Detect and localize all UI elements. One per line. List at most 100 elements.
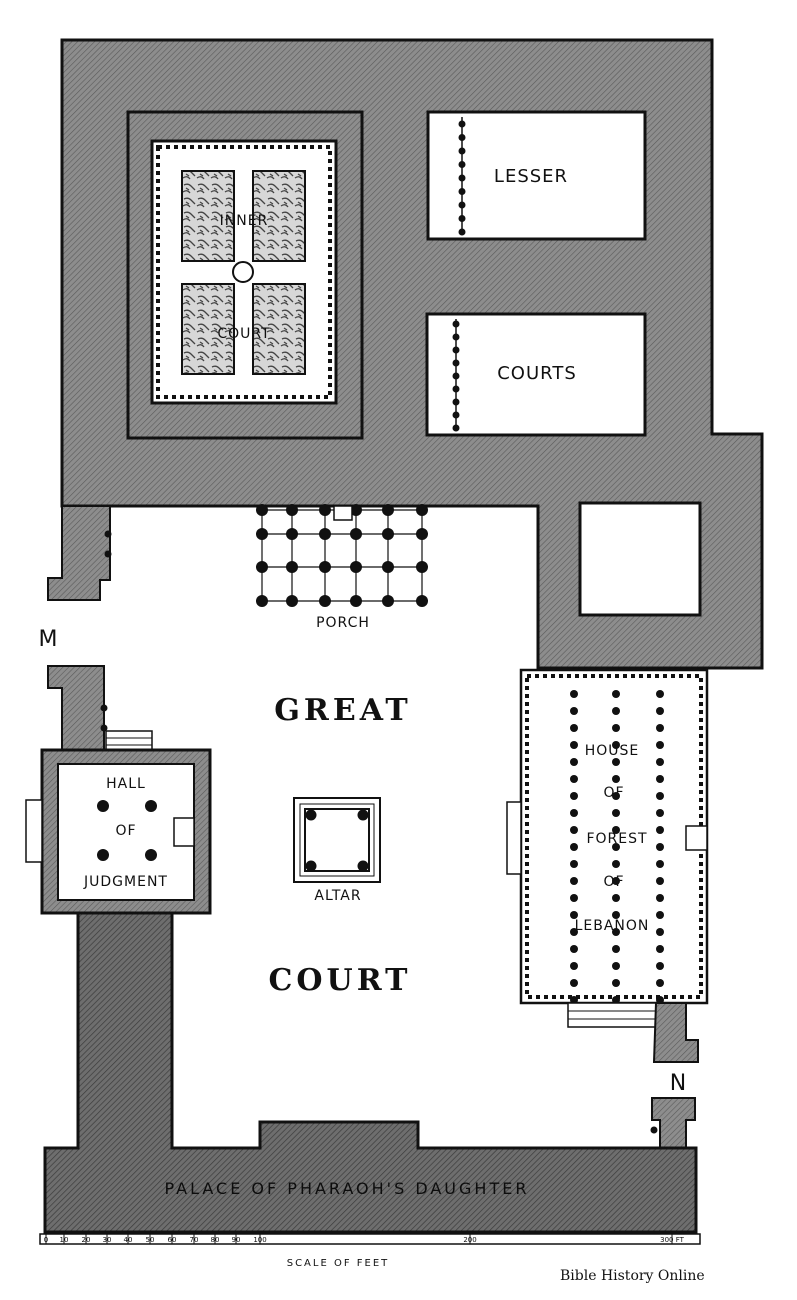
scale-tick-label: 40 (124, 1236, 133, 1244)
house-column (612, 979, 620, 987)
house-column (612, 792, 620, 800)
house-side-step-left (506, 801, 522, 875)
house-column (656, 758, 664, 766)
lesser-court-post (458, 215, 466, 222)
lesser-court-post (452, 320, 460, 328)
house-column (656, 826, 664, 834)
porch-column (350, 595, 362, 607)
house-column (570, 979, 578, 987)
house-column (612, 894, 620, 902)
lesser-court-post (452, 398, 460, 406)
house-column (612, 809, 620, 817)
temple-left-stub (47, 505, 111, 601)
hall-column (145, 800, 157, 812)
house-column (656, 724, 664, 732)
altar-horn (357, 809, 369, 821)
scale-tick-label: 300 FT (660, 1236, 684, 1244)
porch-column (256, 561, 268, 573)
label-great: GREAT (274, 693, 411, 728)
porch-column (256, 504, 268, 516)
house-column (612, 826, 620, 834)
scale-tick-label: 10 (60, 1236, 69, 1244)
house-column (656, 792, 664, 800)
house-column (612, 996, 620, 1004)
house-columns (570, 690, 664, 1004)
lesser-court-post (458, 134, 466, 141)
house-column (570, 911, 578, 919)
lesser-court-post (452, 372, 460, 380)
altar-horn (305, 809, 317, 821)
n-gate-pier (651, 1097, 696, 1151)
hall-gate-pier (47, 665, 105, 751)
house-column (570, 775, 578, 783)
house-column (570, 826, 578, 834)
hall-of-judgment (57, 763, 195, 901)
house-column (656, 690, 664, 698)
porch-column (416, 561, 428, 573)
house-column (612, 775, 620, 783)
inner-court-slab (181, 283, 235, 375)
hall-side-step (25, 799, 43, 863)
label-hall: HALL (106, 776, 146, 792)
scale-tick-label: 60 (168, 1236, 177, 1244)
house-steps (567, 1002, 657, 1028)
altar-horn (305, 860, 317, 872)
house-column (612, 860, 620, 868)
porch-column (256, 595, 268, 607)
house-column (570, 962, 578, 970)
label-court: COURT (269, 963, 412, 998)
porch-column (286, 528, 298, 540)
lesser-court-upper-dots (458, 120, 466, 236)
house-column (570, 945, 578, 953)
porch-column (256, 528, 268, 540)
hall-steps-top (105, 730, 153, 752)
house-column (612, 877, 620, 885)
label-palace: PALACE OF PHARAOH'S DAUGHTER (165, 1179, 530, 1198)
side-chamber (578, 501, 702, 617)
hall-column (97, 849, 109, 861)
lesser-court-post (452, 385, 460, 393)
porch-column (350, 528, 362, 540)
scale-tick-label: 50 (146, 1236, 155, 1244)
house-column (612, 741, 620, 749)
inner-court-slab (181, 170, 235, 262)
label-inner-court: COURT (217, 326, 270, 342)
porch-column (416, 504, 428, 516)
lesser-court-post (458, 147, 466, 155)
house-column (570, 707, 578, 715)
label-altar: ALTAR (314, 888, 361, 904)
marker-m: M (39, 627, 58, 652)
inner-court-slab (252, 170, 306, 262)
credit-text: Bible History Online (560, 1268, 705, 1284)
house-column (612, 758, 620, 766)
porch-column (286, 504, 298, 516)
lesser-court-post (458, 174, 466, 182)
scale-tick-label: 20 (82, 1236, 91, 1244)
house-column (570, 894, 578, 902)
label-house: HOUSE (585, 743, 640, 759)
house-column (656, 894, 664, 902)
house-column (656, 911, 664, 919)
porch-column (382, 595, 394, 607)
scale-tick-label: 70 (190, 1236, 199, 1244)
scale-caption: SCALE OF FEET (287, 1258, 390, 1269)
porch-column (319, 595, 331, 607)
lesser-court-post (452, 333, 460, 341)
porch-column (382, 528, 394, 540)
house-column (656, 979, 664, 987)
house-column (570, 758, 578, 766)
house-column (612, 843, 620, 851)
lesser-court-lower (425, 312, 647, 437)
label-house-of-2: OF (603, 874, 624, 890)
hall-column (97, 800, 109, 812)
scale-tick-label: 90 (232, 1236, 241, 1244)
inner-court-slab (252, 283, 306, 375)
lesser-court-post (458, 188, 466, 195)
scale-tick-label: 100 (253, 1236, 266, 1244)
house-column (612, 707, 620, 715)
house-column (656, 962, 664, 970)
house-column (656, 860, 664, 868)
label-lesser: LESSER (494, 166, 568, 187)
scale-tick-label: 30 (103, 1236, 112, 1244)
